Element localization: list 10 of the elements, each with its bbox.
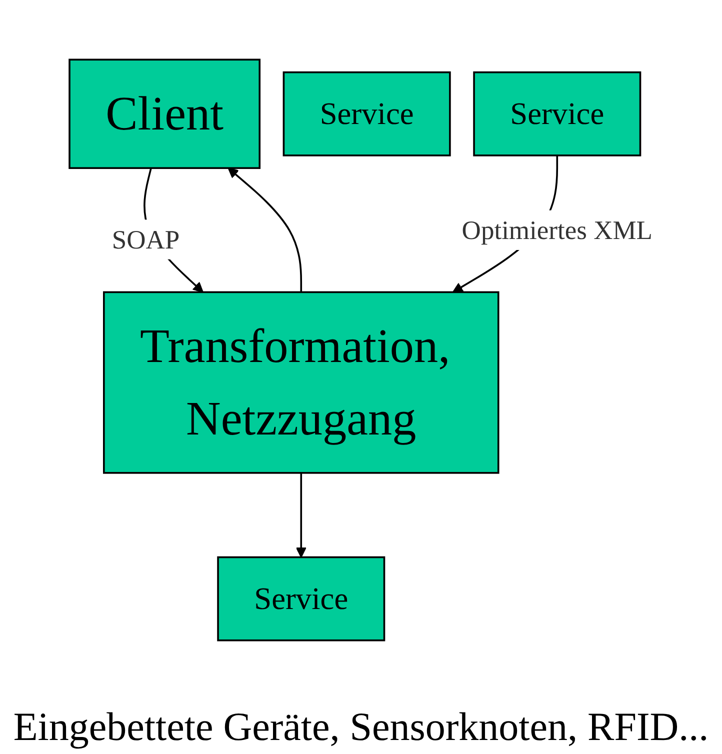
edge-label: SOAP	[112, 224, 180, 254]
node-box: Service	[473, 70, 642, 156]
node-box: Service	[282, 70, 451, 156]
node-box: Client	[68, 58, 261, 168]
device-caption: Eingebettete Geräte, Sensorknoten, RFID...	[12, 703, 710, 751]
arrow	[296, 472, 306, 558]
edge-label: Optimiertes XML	[462, 214, 652, 245]
arrow	[228, 167, 302, 292]
node-box: Service	[217, 556, 386, 641]
node-box: Transformation, Netzzugang	[103, 290, 500, 474]
